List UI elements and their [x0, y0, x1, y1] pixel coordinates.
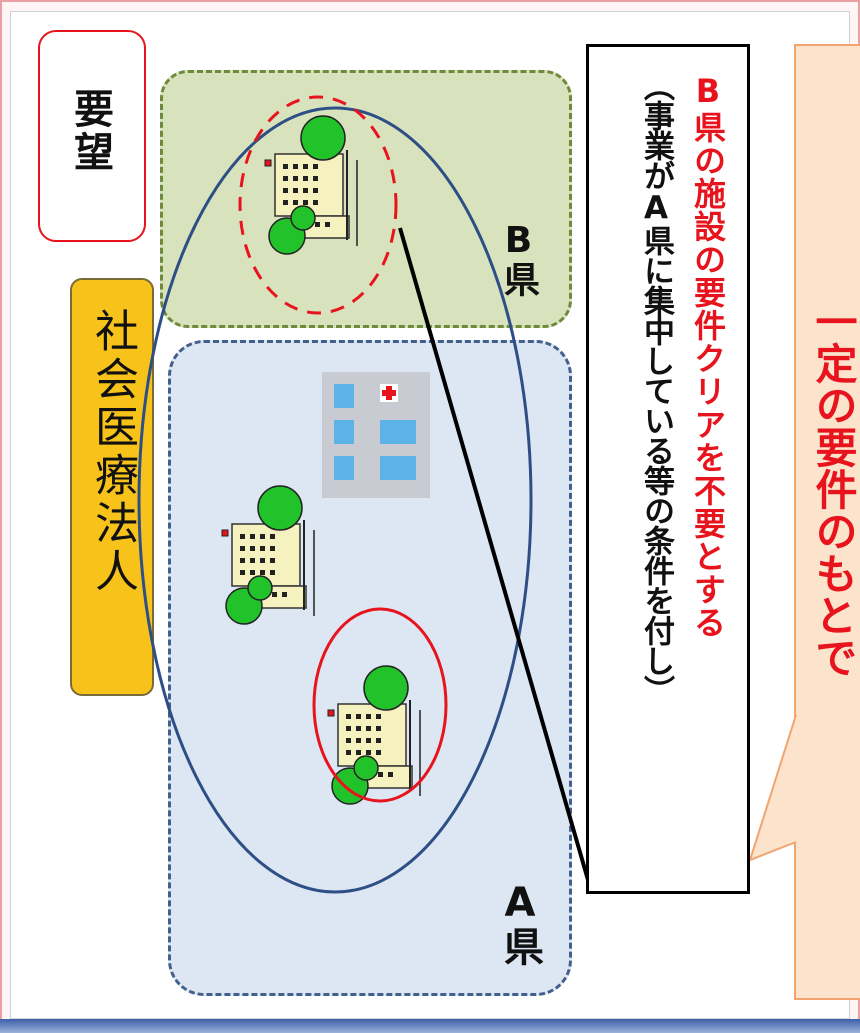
callout-pointer: [398, 227, 590, 881]
request-label-box: [38, 30, 146, 242]
hospital-building-icon: [322, 372, 430, 498]
condition-note-text: 一定の要件のもとで: [809, 300, 858, 678]
hospital-icon: [264, 115, 358, 255]
bottom-bar: [0, 1019, 860, 1033]
hospital-icon: [221, 485, 315, 625]
highlight-a-facility: [312, 607, 448, 803]
callout-box: [586, 44, 750, 894]
corporation-scope-oval: [137, 106, 533, 894]
callout-exemption-text: B県の施設の要件クリアを不要とする: [689, 72, 727, 639]
region-a-label: A県: [497, 880, 543, 966]
callout-condition-text: （事業がA県に集中している等の条件を付し）: [638, 70, 674, 705]
corporation-badge: [70, 278, 154, 696]
region-b-label: B県: [498, 220, 539, 297]
highlight-b-facility: [238, 95, 398, 315]
corporation-label: 社会医療法人: [87, 308, 138, 596]
request-label: 要望: [67, 88, 113, 174]
note-pointer: [748, 714, 797, 862]
condition-note-box: [794, 44, 860, 1000]
